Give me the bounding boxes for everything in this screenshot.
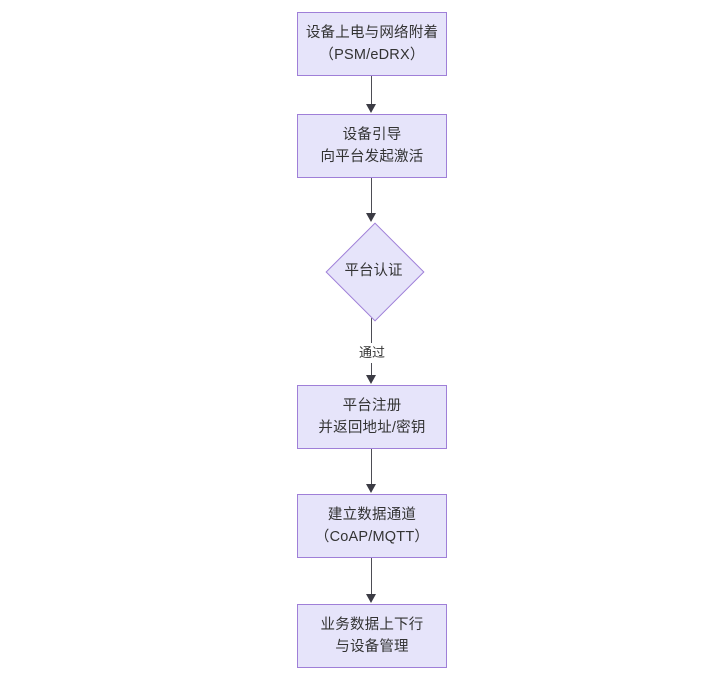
arrowhead-data-channel [366,484,376,493]
node-business-data[interactable]: 业务数据上下行 与设备管理 [297,604,447,668]
edge-label-pass: 通过 [355,343,390,363]
arrowhead-platform-register [366,375,376,384]
node-business-data-line1: 业务数据上下行 [320,617,424,633]
node-platform-auth-label: 平台认证 [344,262,403,279]
node-data-channel[interactable]: 建立数据通道 （CoAP/MQTT） [297,494,447,558]
connector-data-channel-to-business-data [371,558,373,596]
node-bootstrap[interactable]: 设备引导 向平台发起激活 [297,114,447,178]
arrowhead-bootstrap [366,104,376,113]
connector-bootstrap-to-platform-auth [371,178,373,215]
node-business-data-line2: 与设备管理 [335,639,409,655]
connector-platform-register-to-data-channel [371,449,373,486]
arrowhead-business-data [366,594,376,603]
node-power-on-line2: （PSM/eDRX） [319,47,425,63]
node-power-on-line1: 设备上电与网络附着 [305,25,439,41]
node-platform-auth[interactable]: 平台认证 [325,222,424,321]
node-bootstrap-line1: 设备引导 [342,127,402,143]
node-platform-register[interactable]: 平台注册 并返回地址/密钥 [297,385,447,449]
node-data-channel-line2: （CoAP/MQTT） [314,529,430,545]
node-platform-register-line1: 平台注册 [342,398,402,414]
connector-power-on-to-bootstrap [371,76,373,106]
node-platform-register-line2: 并返回地址/密钥 [318,420,426,436]
node-power-on[interactable]: 设备上电与网络附着 （PSM/eDRX） [297,12,447,76]
node-bootstrap-line2: 向平台发起激活 [320,149,424,165]
node-data-channel-line1: 建立数据通道 [327,507,417,523]
arrowhead-platform-auth [366,213,376,222]
